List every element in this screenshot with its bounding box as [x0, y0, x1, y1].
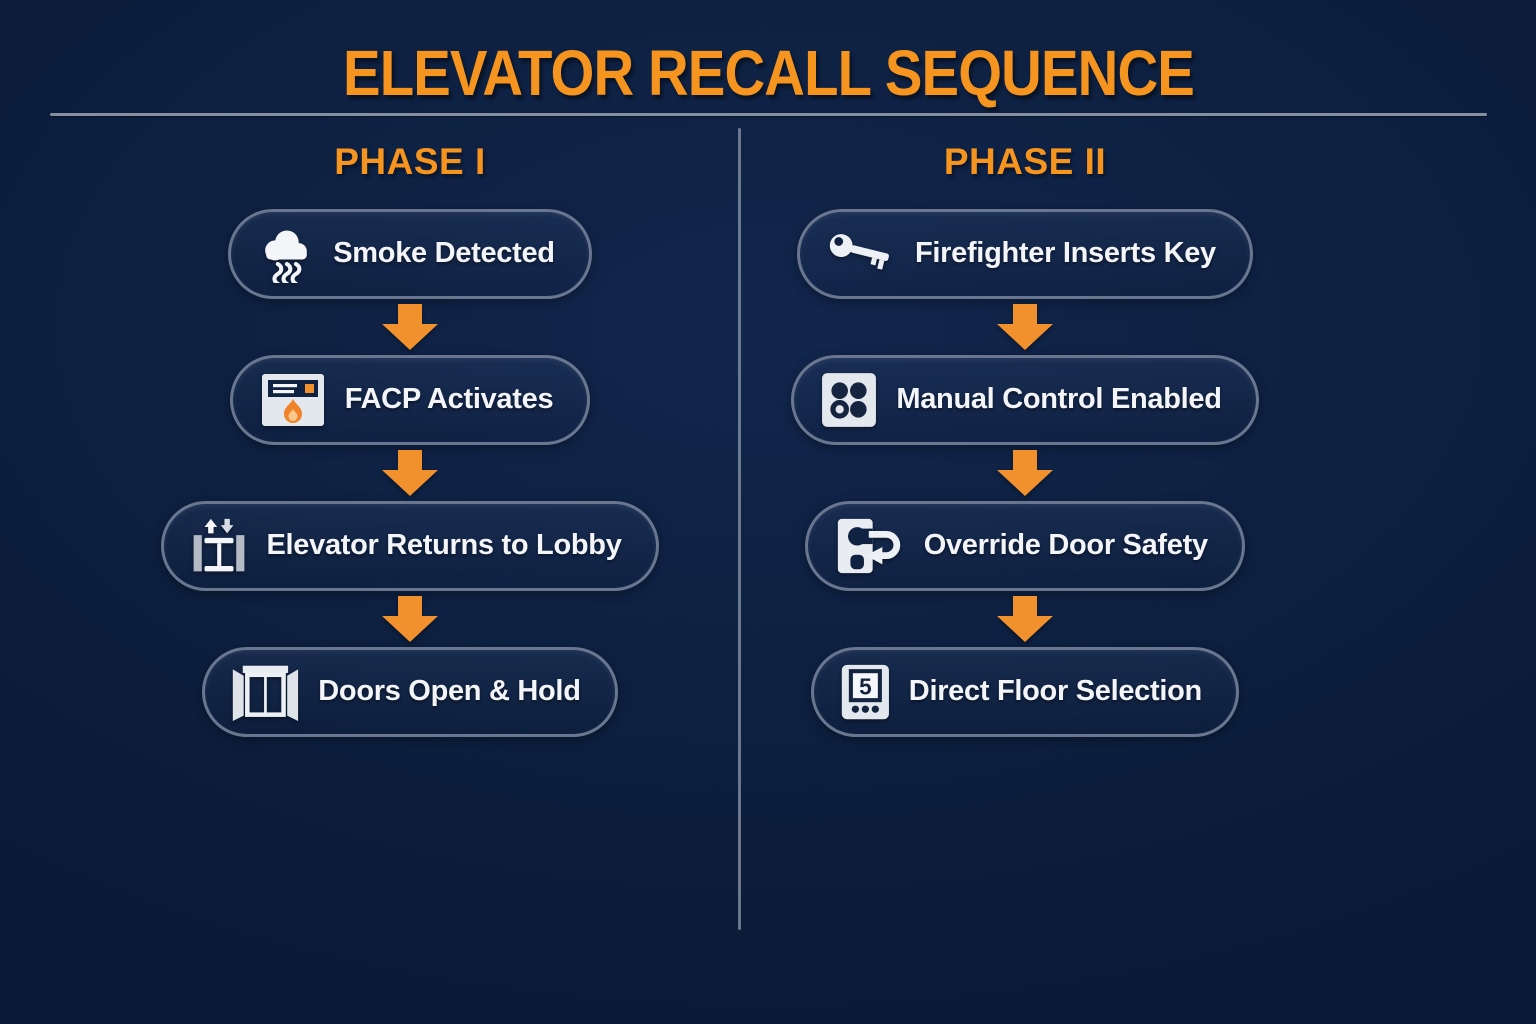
elevator-shaft-icon	[194, 518, 245, 572]
step-box-facp-activates: FACP Activates	[229, 354, 591, 445]
step-label: Elevator Returns to Lobby	[266, 529, 622, 562]
step-label: Smoke Detected	[333, 237, 555, 270]
phase-2-label: PHASE II	[943, 141, 1107, 182]
step-label: Direct Floor Selection	[908, 675, 1202, 708]
phase-1-column: PHASE I Smoke Detected	[161, 141, 659, 737]
phase-1-label: PHASE I	[334, 141, 486, 182]
down-arrow-icon	[997, 595, 1053, 642]
fire-key-icon	[829, 233, 890, 270]
open-doors-icon	[233, 665, 299, 721]
down-arrow-icon	[382, 303, 438, 350]
down-arrow-icon	[382, 595, 438, 642]
step-box-doors-open-hold: Doors Open & Hold	[202, 646, 618, 737]
phase-2-column: PHASE II Firefighter Inserts Key	[790, 141, 1260, 737]
step-label: Doors Open & Hold	[318, 675, 581, 708]
step-label: Override Door Safety	[923, 529, 1208, 562]
step-label: Manual Control Enabled	[896, 383, 1222, 416]
control-buttons-icon	[822, 372, 877, 427]
down-arrow-icon	[997, 303, 1053, 350]
fire-alarm-panel-icon	[261, 373, 324, 426]
smoke-cloud-icon	[265, 230, 308, 283]
step-box-manual-control: Manual Control Enabled	[791, 354, 1259, 445]
step-box-elevator-returns: Elevator Returns to Lobby	[161, 500, 659, 591]
step-box-override-door: Override Door Safety	[805, 500, 1245, 591]
step-box-firefighter-key: Firefighter Inserts Key	[797, 208, 1253, 299]
step-box-smoke-detected: Smoke Detected	[228, 208, 592, 299]
page-title: ELEVATOR RECALL SEQUENCE	[342, 37, 1195, 109]
door-override-icon	[838, 518, 901, 573]
phase-divider	[738, 128, 741, 930]
step-box-floor-selection: 5 Direct Floor Selection	[811, 646, 1239, 737]
step-label: FACP Activates	[344, 383, 554, 416]
step-label: Firefighter Inserts Key	[914, 237, 1216, 270]
down-arrow-icon	[382, 449, 438, 496]
floor-number-text: 5	[859, 673, 872, 699]
title-divider	[50, 113, 1487, 116]
down-arrow-icon	[997, 449, 1053, 496]
floor-keypad-icon: 5	[841, 664, 889, 719]
